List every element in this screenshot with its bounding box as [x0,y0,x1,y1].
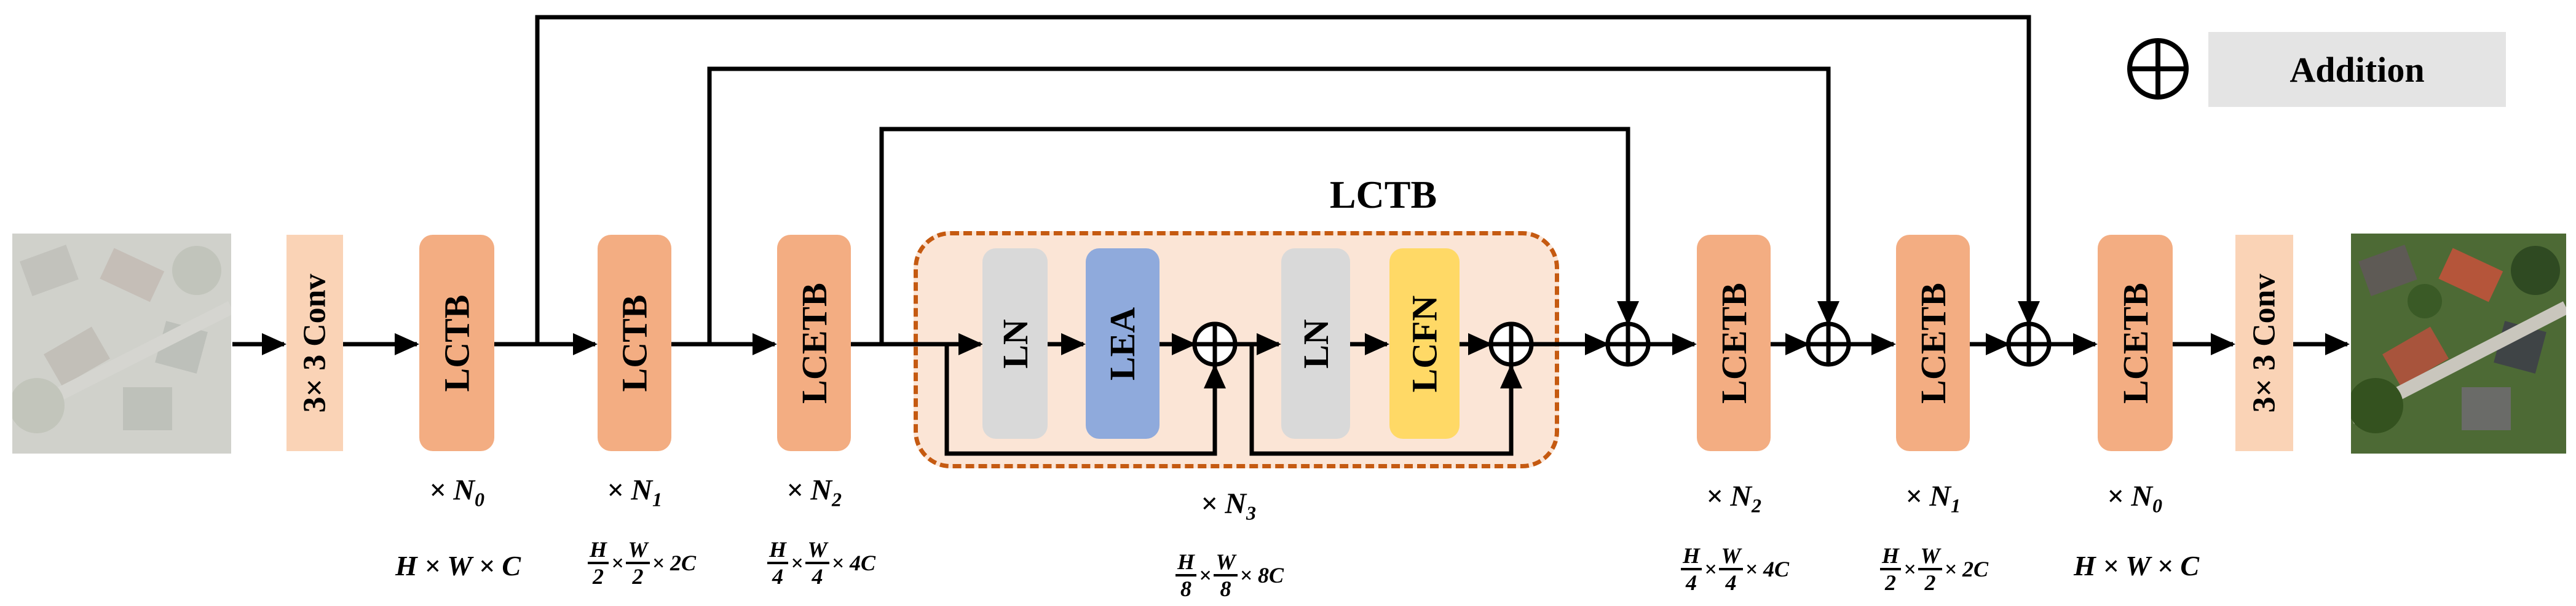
lea-block: LEA [1086,248,1160,439]
encoder-lcetb-block: LCETB [777,235,851,451]
layer-norm-block-1: LN [982,248,1048,439]
repeat-count-enc1: × N0 [429,474,485,511]
repeat-count-enc3: × N2 [786,474,842,511]
lctb-section-title: LCTB [1329,173,1437,216]
dims-full-res-encoder: H × W × C [395,549,521,581]
repeat-count-dec1: × N0 [2106,480,2163,517]
output-conv-block: 3× 3 Conv [2235,235,2293,451]
lea-label: LEA [1102,307,1143,380]
encoder-lctb-block-2: LCTB [598,235,671,451]
encoder-lctb-label-1: LCTB [437,294,477,392]
addition-node-3 [1605,321,1651,367]
repeat-count-lctb: × N3 [1200,487,1257,524]
decoder-lcetb-block-2: LCETB [1896,235,1970,451]
skip-connection-level-1 [707,66,1839,344]
repeat-count-dec3: × N2 [1705,480,1762,517]
input-conv-label: 3× 3 Conv [297,273,333,413]
dims-full-res-decoder: H × W × C [2073,549,2200,581]
decoder-lcetb-label-2: LCETB [1913,282,1953,404]
hazy-input-image [12,234,231,454]
decoder-lcetb-label-3: LCETB [1713,282,1754,404]
lcfn-block: LCFN [1389,248,1460,439]
layer-norm-label-1: LN [995,318,1035,369]
encoder-lctb-block-1: LCTB [419,235,494,451]
addition-node-5 [2006,321,2052,367]
encoder-lcetb-label: LCETB [794,282,834,404]
layer-norm-label-2: LN [1295,318,1336,369]
decoder-lcetb-label-1: LCETB [2115,282,2155,404]
skip-connection-level-0 [535,15,2040,344]
lcfn-label: LCFN [1404,295,1445,392]
decoder-lcetb-block-3: LCETB [1697,235,1771,451]
skip-connection-level-2 [879,127,1639,344]
clear-output-image [2351,234,2566,454]
addition-node-4 [1806,321,1851,367]
addition-legend-label: Addition [2208,32,2506,107]
encoder-lctb-label-2: LCTB [614,294,655,392]
input-conv-block: 3× 3 Conv [286,235,343,451]
decoder-lcetb-block-1: LCETB [2098,235,2173,451]
output-conv-label: 3× 3 Conv [2246,273,2282,413]
repeat-count-dec2: × N1 [1905,480,1961,517]
repeat-count-enc2: × N1 [606,474,663,511]
addition-legend-icon [2127,38,2189,100]
layer-norm-block-2: LN [1281,248,1350,439]
